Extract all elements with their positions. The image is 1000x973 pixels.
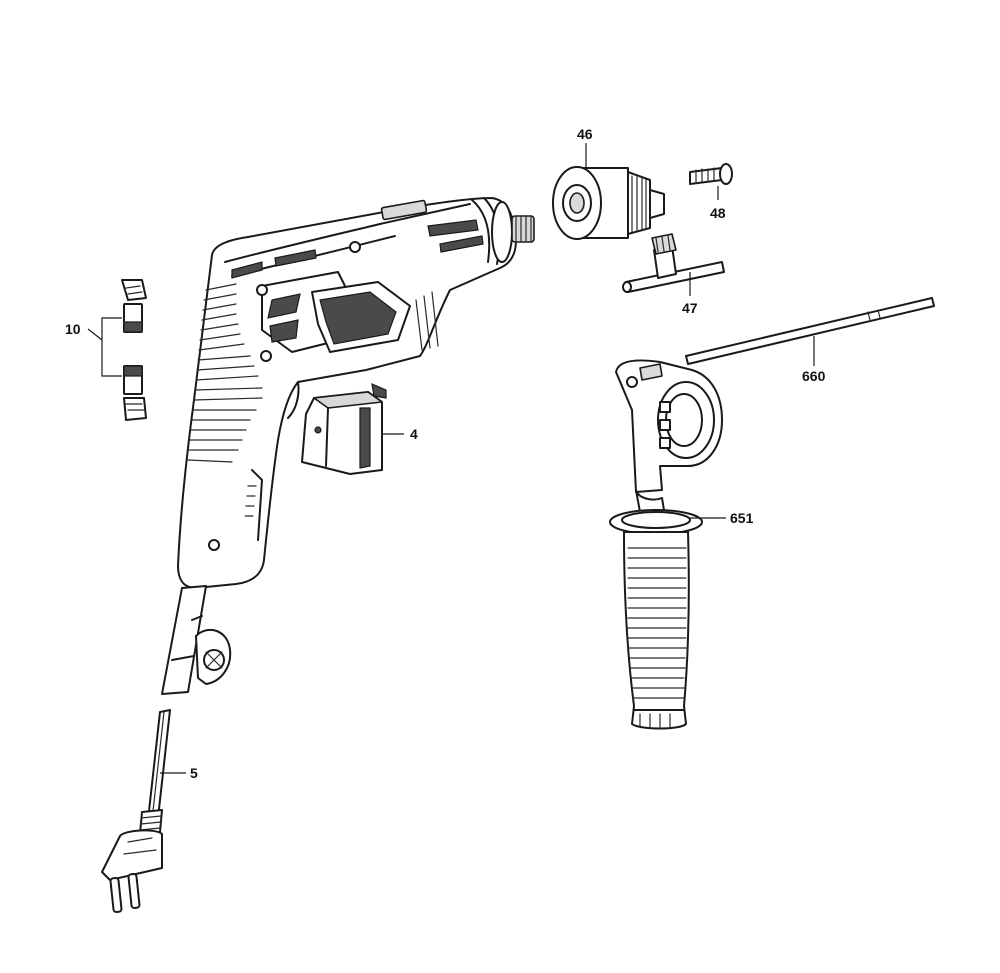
depth-gauge-rod-icon	[685, 297, 935, 365]
leader-lines	[87, 143, 815, 774]
auxiliary-handle-icon	[609, 359, 723, 730]
power-cord-icon	[101, 709, 171, 914]
callout-4: 4	[410, 426, 418, 442]
callout-47: 47	[682, 300, 698, 316]
chuck-key-icon	[622, 233, 725, 293]
callout-10: 10	[65, 321, 81, 337]
chuck-screw-icon	[689, 163, 733, 185]
callout-46: 46	[577, 126, 593, 142]
carbon-brushes-icon	[101, 279, 147, 421]
callout-5: 5	[190, 765, 198, 781]
drill-body-icon	[161, 197, 535, 695]
callout-660: 660	[802, 368, 826, 384]
callout-48: 48	[710, 205, 726, 221]
callout-651: 651	[730, 510, 754, 526]
switch-icon	[301, 383, 387, 475]
drill-chuck-icon	[552, 166, 665, 240]
